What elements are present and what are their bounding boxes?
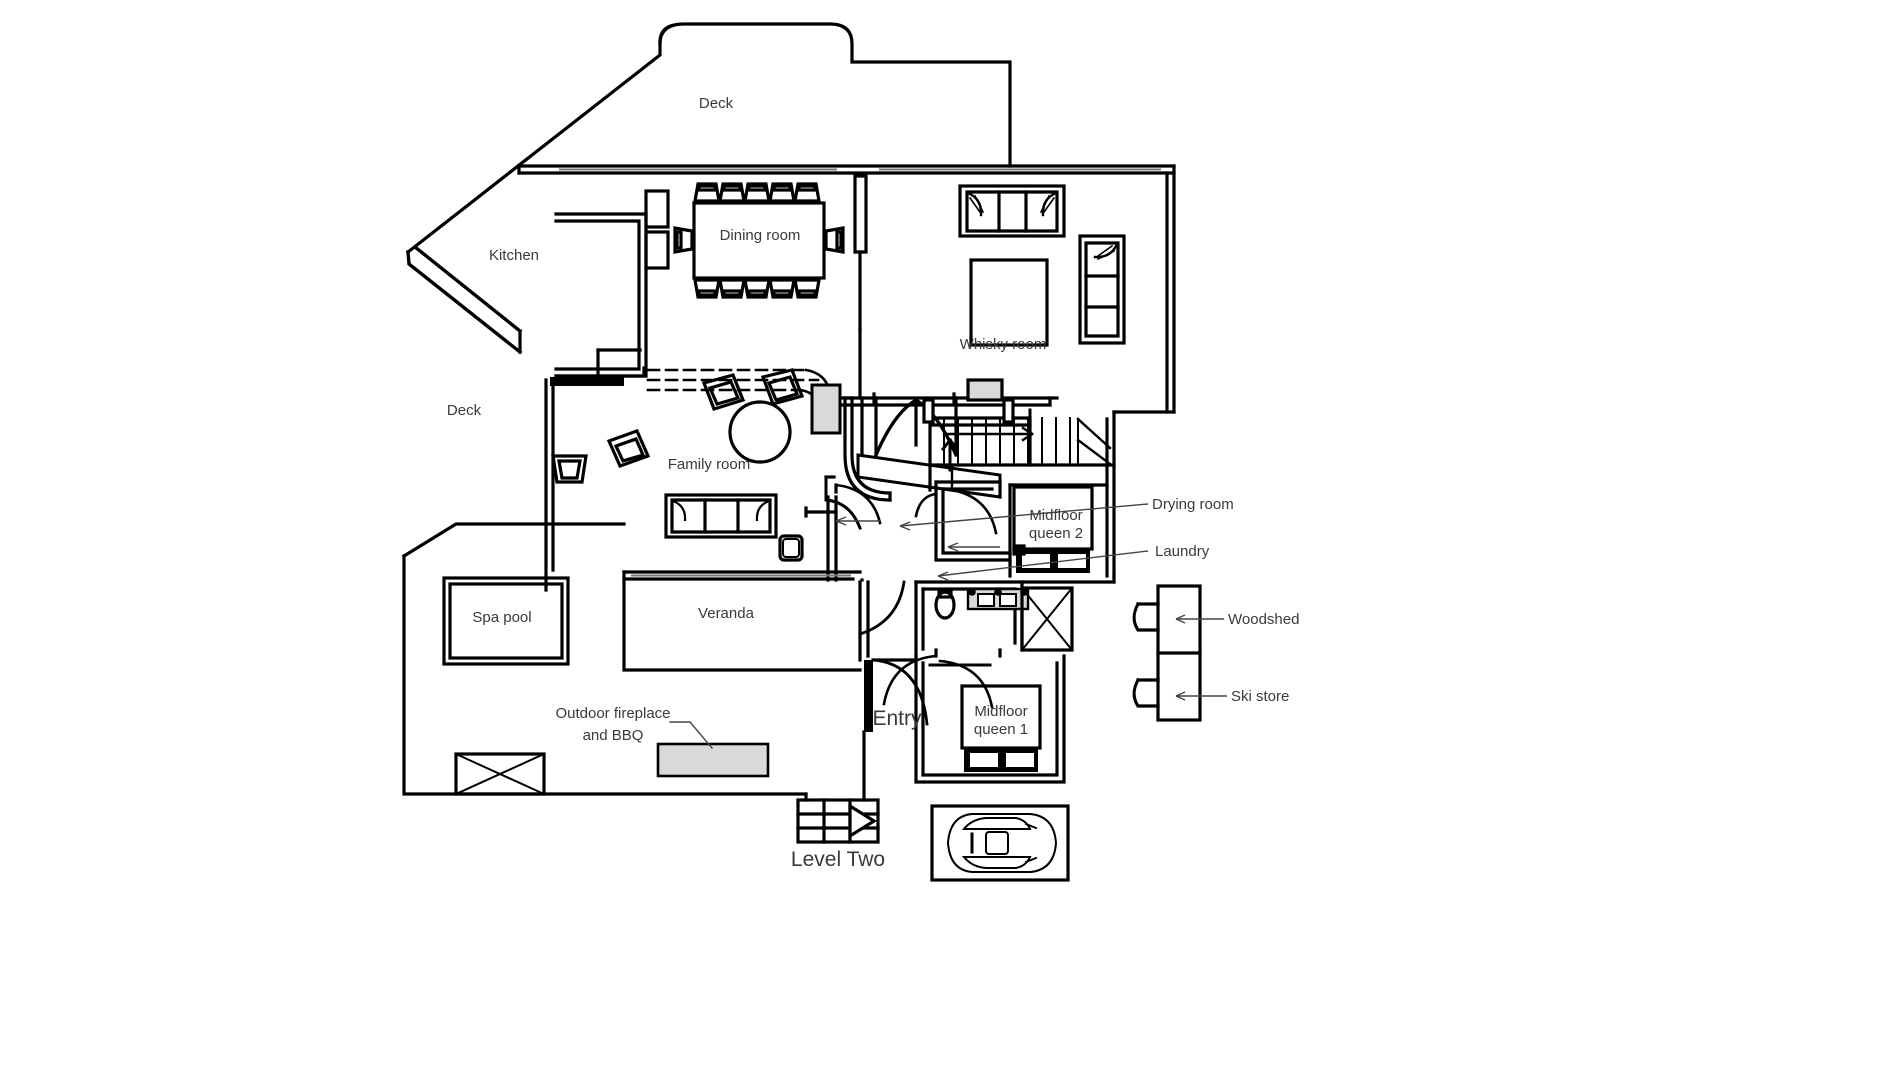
callout-laundry: Laundry <box>1155 543 1210 560</box>
staircase-treads <box>943 417 1112 466</box>
family-side-chair <box>778 534 804 562</box>
dining-table <box>692 201 826 280</box>
callout-leaders <box>835 503 1227 701</box>
leader-woodshed-arrow <box>1175 614 1186 624</box>
car-icon <box>946 813 1058 873</box>
whisky-room-sofa-top <box>958 184 1066 238</box>
family-fireplace <box>810 383 842 435</box>
room-label-group: Deck Kitchen Dining room Whisky room Dec… <box>447 95 1083 744</box>
label-deck-left: Deck <box>447 402 482 419</box>
level-two-stair-icon <box>796 798 880 844</box>
callout-drying-room: Drying room <box>1152 496 1234 513</box>
kitchen-appliance-2 <box>644 230 670 270</box>
bed-queen-1 <box>960 684 1042 772</box>
exterior-wall-kitchen-angle <box>406 244 523 355</box>
label-midfloor-queen-1-line1: Midfloor <box>974 703 1027 720</box>
callout-label-group: Drying room Laundry Woodshed Ski store <box>1152 496 1299 705</box>
family-round-table <box>728 400 792 464</box>
leader-laundry <box>937 550 1149 577</box>
entry-label: Entry <box>872 707 922 730</box>
family-armchair-3 <box>606 428 651 469</box>
dining-chairs-top <box>693 182 821 203</box>
level-two-title: Level Two <box>791 848 885 871</box>
family-sofa <box>664 493 778 539</box>
leader-hall-arrow-2 <box>947 542 1000 552</box>
servery-dashed <box>646 368 820 392</box>
leader-hall-arrow-1 <box>835 516 880 526</box>
veranda-outline <box>622 570 862 672</box>
label-whisky-room: Whisky room <box>960 336 1047 353</box>
wc-toilet <box>934 588 956 620</box>
kitchen-partition-wall <box>544 366 646 592</box>
dining-chair-right <box>824 226 845 254</box>
car-bay <box>930 804 1070 882</box>
label-midfloor-queen-2-line1: Midfloor <box>1029 507 1082 524</box>
wall-dining-right <box>853 174 868 332</box>
hall-wall-entry <box>858 580 870 662</box>
entry-door <box>860 578 929 732</box>
label-spa-pool: Spa pool <box>472 609 531 626</box>
kitchen-counter-dark <box>550 377 624 386</box>
bed-queen-2 <box>1012 485 1094 573</box>
woodshed-shape <box>1132 584 1202 722</box>
outdoor-fireplace-bbq <box>656 742 770 778</box>
leader-laundry-arrow <box>937 571 949 581</box>
whisky-room-rug <box>969 258 1049 347</box>
curved-wall-hall <box>843 328 892 502</box>
storage-cross-hatch <box>1020 586 1074 652</box>
leader-drying-room <box>899 503 1149 527</box>
label-dining-room: Dining room <box>720 227 801 244</box>
family-armchair-4 <box>551 454 588 484</box>
dining-chairs-bottom <box>693 278 821 299</box>
bedroom-queen2-walls <box>1008 483 1109 578</box>
door-swing-family-hall <box>834 483 882 525</box>
door-swing-mid <box>942 487 998 535</box>
family-armchair-1 <box>701 373 746 411</box>
leader-drying-arrow <box>899 521 911 531</box>
label-kitchen: Kitchen <box>489 247 539 264</box>
label-family-room: Family room <box>668 456 751 473</box>
mid-hall-walls <box>934 480 1012 562</box>
staircase-direction-arrow <box>942 426 1034 442</box>
hall-walls-mid <box>804 475 862 582</box>
outdoor-fireplace-leader <box>669 721 713 749</box>
staircase-newel-posts <box>922 398 1015 424</box>
exterior-wall-right-upper <box>1105 164 1176 584</box>
callout-woodshed: Woodshed <box>1228 611 1299 628</box>
kitchen-appliance-1 <box>644 189 670 229</box>
label-deck-top: Deck <box>699 95 734 112</box>
door-swing-veranda <box>858 580 906 636</box>
label-outdoor-fireplace-line1: Outdoor fireplace <box>555 705 670 722</box>
label-midfloor-queen-1-line2: queen 1 <box>974 721 1028 738</box>
terrace-store-cross <box>454 752 546 796</box>
wall-top-dining <box>517 164 1176 354</box>
whisky-room-sofa-right <box>1078 234 1126 345</box>
laundry-bench <box>966 587 1030 611</box>
label-midfloor-queen-2-line2: queen 2 <box>1029 525 1083 542</box>
callout-ski-store: Ski store <box>1231 688 1289 705</box>
family-armchair-2 <box>760 368 805 406</box>
leader-ski-arrow <box>1175 691 1186 701</box>
spa-pool-shape <box>442 576 570 666</box>
door-swing-mid-2 <box>914 492 938 518</box>
kitchen-bench <box>554 212 648 378</box>
dining-chair-left <box>673 226 694 254</box>
double-door-swing <box>873 396 959 458</box>
deck-top-outline <box>405 22 1012 255</box>
door-frame-hall <box>872 392 956 404</box>
label-outdoor-fireplace-line2: and BBQ <box>583 727 644 744</box>
label-veranda: Veranda <box>698 605 755 622</box>
